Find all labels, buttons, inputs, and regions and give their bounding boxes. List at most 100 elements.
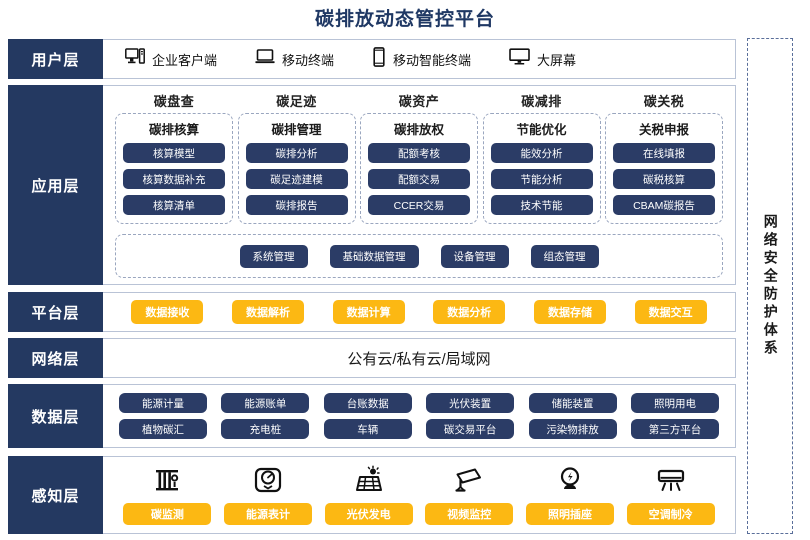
layer-label-network: 网络层 [8,338,103,378]
group-box: 节能优化 能效分析 节能分析 技术节能 [482,113,601,224]
page-title: 碳排放动态管控平台 [314,9,495,30]
data-pill[interactable]: 光伏装置 [426,393,515,413]
user-item-mobile-terminal[interactable]: 移动终端 [255,48,334,70]
layer-label-user: 用户层 [8,39,103,79]
management-pill-system[interactable]: 系统管理 [239,244,308,268]
group-box: 碳排核算 核算模型 核算数据补充 核算清单 [115,113,233,224]
layer-application: 应用层 碳盘查 碳排核算 核算模型 核算数据补充 核算清单 碳足迹 碳排管理 [8,85,736,285]
desktop-tower-icon [125,48,145,70]
app-pill[interactable]: CCER交易 [368,195,470,215]
layer-label-data: 数据层 [8,384,103,448]
management-box: 系统管理 基础数据管理 设备管理 组态管理 [115,234,723,278]
layer-data: 数据层 能源计量 能源账单 台账数据 光伏装置 储能装置 照明用电 植物碳汇 充… [8,384,736,448]
platform-pill[interactable]: 数据存储 [533,300,606,324]
group-title: 碳盘查 [153,94,195,109]
lightbulb-socket-icon [557,462,583,498]
data-pill[interactable]: 储能装置 [528,393,617,413]
app-pill[interactable]: 碳排分析 [245,143,348,163]
data-pill[interactable]: 污染物排放 [528,419,617,439]
app-pill[interactable]: 技术节能 [490,195,593,215]
carbon-monitor-icon [152,462,182,498]
app-pill[interactable]: 碳排报告 [245,195,348,215]
user-item-label: 移动终端 [282,52,335,68]
sense-item-carbon-monitor[interactable]: 碳监测 [121,462,213,525]
user-item-enterprise-client[interactable]: 企业客户端 [125,48,217,70]
platform-pill[interactable]: 数据计算 [332,300,405,324]
group-subtitle: 关税申报 [638,123,689,137]
app-group-carbon-asset: 碳资产 碳排放权 配额考核 配额交易 CCER交易 [360,91,478,224]
app-pill[interactable]: CBAM碳报告 [613,195,715,215]
data-pill[interactable]: 能源账单 [221,393,310,413]
data-row-1: 能源计量 能源账单 台账数据 光伏装置 储能装置 照明用电 [119,393,719,413]
sense-item-lighting-socket[interactable]: 照明插座 [524,462,616,525]
app-group-carbon-reduction: 碳减排 节能优化 能效分析 节能分析 技术节能 [482,91,601,224]
group-title: 碳关税 [643,94,685,109]
user-item-label: 大屏幕 [537,52,577,68]
sense-item-video-surveillance[interactable]: 视频监控 [423,462,515,525]
layer-user: 用户层 企业客户端 移动终端 [8,39,736,79]
app-pill[interactable]: 能效分析 [490,143,593,163]
monitor-icon [509,48,530,70]
data-pill[interactable]: 第三方平台 [630,419,719,439]
sense-label: 空调制冷 [626,503,715,525]
app-pill[interactable]: 碳税核算 [613,169,715,189]
user-item-label: 移动智能终端 [393,52,472,68]
security-band-label: 网络安全防护体系 [762,214,779,358]
security-band: 网络安全防护体系 [747,38,793,534]
solar-panel-icon [354,462,384,498]
group-title: 碳减排 [521,94,562,109]
user-item-smart-mobile-terminal[interactable]: 移动智能终端 [372,46,472,72]
data-pill[interactable]: 能源计量 [119,393,207,413]
app-pill[interactable]: 核算数据补充 [123,169,225,189]
sense-item-air-conditioning[interactable]: 空调制冷 [625,462,717,525]
network-text: 公有云/私有云/局域网 [347,350,491,368]
platform-pill[interactable]: 数据分析 [433,300,506,324]
sense-item-solar-power[interactable]: 光伏发电 [323,462,415,525]
app-group-carbon-footprint: 碳足迹 碳排管理 碳排分析 碳足迹建模 碳排报告 [237,91,356,224]
app-pill[interactable]: 配额考核 [368,143,470,163]
sense-item-energy-meter[interactable]: 能源表计 [222,462,314,525]
app-pill[interactable]: 配额交易 [368,169,470,189]
data-pill[interactable]: 照明用电 [630,393,719,413]
group-title: 碳足迹 [276,94,317,109]
layer-body-application: 碳盘查 碳排核算 核算模型 核算数据补充 核算清单 碳足迹 碳排管理 碳排分析 … [103,86,735,284]
app-pill[interactable]: 碳足迹建模 [245,169,348,189]
data-pill[interactable]: 植物碳汇 [119,419,207,439]
platform-pill[interactable]: 数据接收 [131,300,204,324]
layer-body-data: 能源计量 能源账单 台账数据 光伏装置 储能装置 照明用电 植物碳汇 充电桩 车… [103,385,735,447]
data-pill[interactable]: 台账数据 [323,393,412,413]
app-pill[interactable]: 在线填报 [613,143,715,163]
user-item-label: 企业客户端 [152,52,218,68]
data-row-2: 植物碳汇 充电桩 车辆 碳交易平台 污染物排放 第三方平台 [119,419,719,439]
layer-label-sense: 感知层 [8,456,103,534]
app-group-carbon-tariff: 碳关税 关税申报 在线填报 碳税核算 CBAM碳报告 [605,91,723,224]
app-pill[interactable]: 核算模型 [123,143,225,163]
group-box: 碳排管理 碳排分析 碳足迹建模 碳排报告 [237,113,356,224]
layer-platform: 平台层 数据接收 数据解析 数据计算 数据分析 数据存储 数据交互 [8,292,736,332]
app-group-carbon-inventory: 碳盘查 碳排核算 核算模型 核算数据补充 核算清单 [115,91,233,224]
layer-label-application: 应用层 [8,85,103,285]
group-subtitle: 节能优化 [516,123,567,137]
cctv-camera-icon [453,462,485,498]
app-pill[interactable]: 节能分析 [490,169,593,189]
layer-label-platform: 平台层 [8,292,103,332]
platform-pill[interactable]: 数据解析 [231,300,304,324]
layer-network: 网络层 公有云/私有云/局域网 [8,338,736,378]
sense-label: 照明插座 [525,503,614,525]
management-pill-device[interactable]: 设备管理 [440,244,509,268]
data-pill[interactable]: 车辆 [323,419,412,439]
app-pill[interactable]: 核算清单 [123,195,225,215]
smartphone-icon [372,46,386,72]
data-pill[interactable]: 碳交易平台 [426,419,515,439]
platform-pill[interactable]: 数据交互 [634,300,707,324]
user-item-large-screen[interactable]: 大屏幕 [509,48,576,70]
management-pill-configuration[interactable]: 组态管理 [530,244,599,268]
management-pill-basic-data[interactable]: 基础数据管理 [329,244,419,268]
air-conditioner-icon [655,462,687,498]
group-title: 碳资产 [398,94,440,109]
laptop-icon [255,48,275,70]
layer-body-user: 企业客户端 移动终端 移动智能终端 [103,40,735,78]
group-subtitle: 碳排管理 [271,123,322,137]
data-pill[interactable]: 充电桩 [221,419,310,439]
